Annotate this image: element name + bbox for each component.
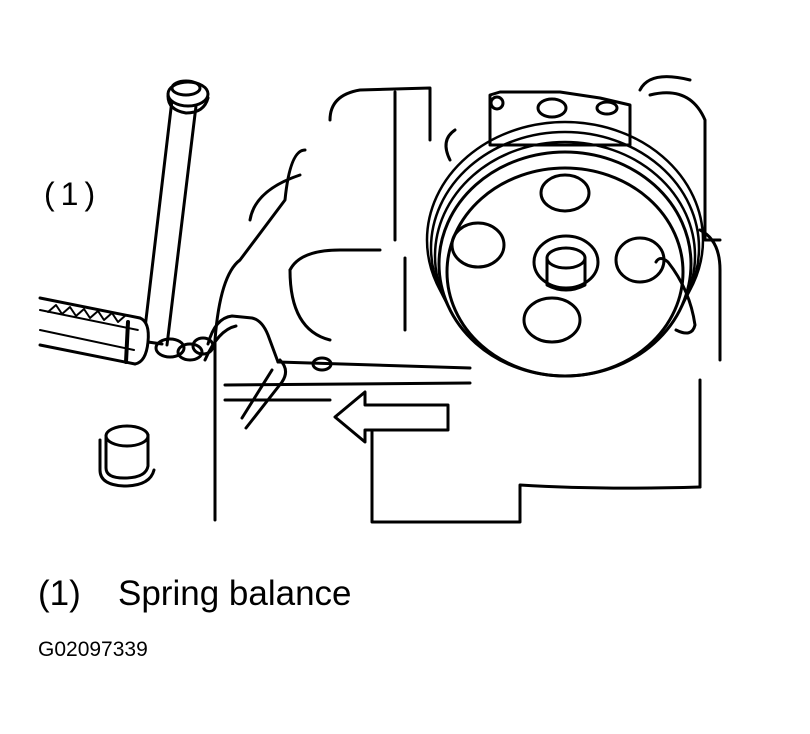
spring-balance-pulley-illustration: [38, 75, 722, 524]
chain-and-hook: [154, 314, 287, 430]
callout-number-label: (1): [44, 176, 102, 212]
figure-id: G02097339: [38, 638, 148, 661]
rod: [141, 79, 210, 347]
spring-balance-tool: [38, 296, 164, 366]
pulley-assembly: [425, 90, 705, 378]
belt-string: [276, 356, 472, 372]
legend-item-label: Spring balance: [118, 574, 352, 613]
direction-arrow: [333, 390, 450, 444]
legend: (1) Spring balance: [38, 574, 352, 614]
engine-block: [213, 75, 722, 524]
lower-bolt: [98, 424, 156, 488]
legend-item-number: (1): [38, 574, 81, 613]
